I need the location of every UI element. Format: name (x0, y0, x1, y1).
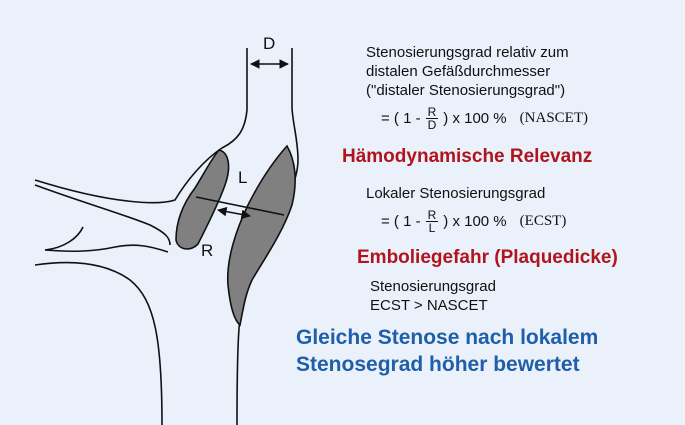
nascet-description: Stenosierungsgrad relativ zum distalen G… (366, 43, 569, 100)
nascet-desc-line: Stenosierungsgrad relativ zum (366, 44, 569, 61)
formula-tag: (NASCET) (519, 110, 588, 126)
fraction-denominator: L (428, 221, 436, 235)
formula-prefix: = ( 1 - (381, 110, 421, 127)
l-line (195, 196, 285, 216)
fraction-denominator: D (427, 118, 437, 132)
plaque-right (226, 144, 296, 327)
ecst-formula: = ( 1 - R L ) x 100 % (ECST) (381, 209, 566, 234)
small-branch (44, 226, 169, 253)
formula-suffix: ) x 100 % (443, 110, 507, 127)
label-d: D (263, 34, 275, 53)
nascet-desc-line: distalen Gefäßdurchmesser (366, 63, 551, 80)
fraction-numerator: R (425, 208, 439, 222)
ecst-description: Lokaler Stenosierungsgrad (366, 185, 546, 202)
r-arrow (217, 206, 251, 220)
external-branch-upper (34, 184, 171, 246)
label-l: L (238, 168, 247, 187)
fraction-numerator: R (425, 105, 439, 119)
formula-tag: (ECST) (519, 213, 567, 229)
nascet-desc-line: ("distaler Stenosierungsgrad") (366, 82, 566, 99)
conclusion: Gleiche Stenose nach lokalem Stenosegrad… (296, 324, 598, 378)
plaque-left (175, 149, 230, 250)
conclusion-line: Gleiche Stenose nach lokalem (296, 326, 599, 349)
vessel-wall-lower (34, 261, 163, 425)
formula-prefix: = ( 1 - (381, 213, 421, 230)
formula-suffix: ) x 100 % (443, 213, 507, 230)
label-r: R (201, 241, 213, 260)
vessel-wall-left (34, 48, 248, 204)
nascet-formula: = ( 1 - R D ) x 100 % (NASCET) (381, 106, 588, 131)
comparison-line: ECST > NASCET (370, 297, 488, 314)
comparison-line: Stenosierungsgrad (370, 278, 496, 295)
formula-fraction: R D (425, 105, 439, 132)
comparison: Stenosierungsgrad ECST > NASCET (370, 277, 496, 315)
formula-fraction: R L (425, 208, 439, 235)
nascet-relevance: Hämodynamische Relevanz (342, 146, 593, 167)
conclusion-line: Stenosegrad höher bewertet (296, 353, 580, 376)
ecst-relevance: Emboliegefahr (Plaquedicke) (357, 247, 618, 268)
